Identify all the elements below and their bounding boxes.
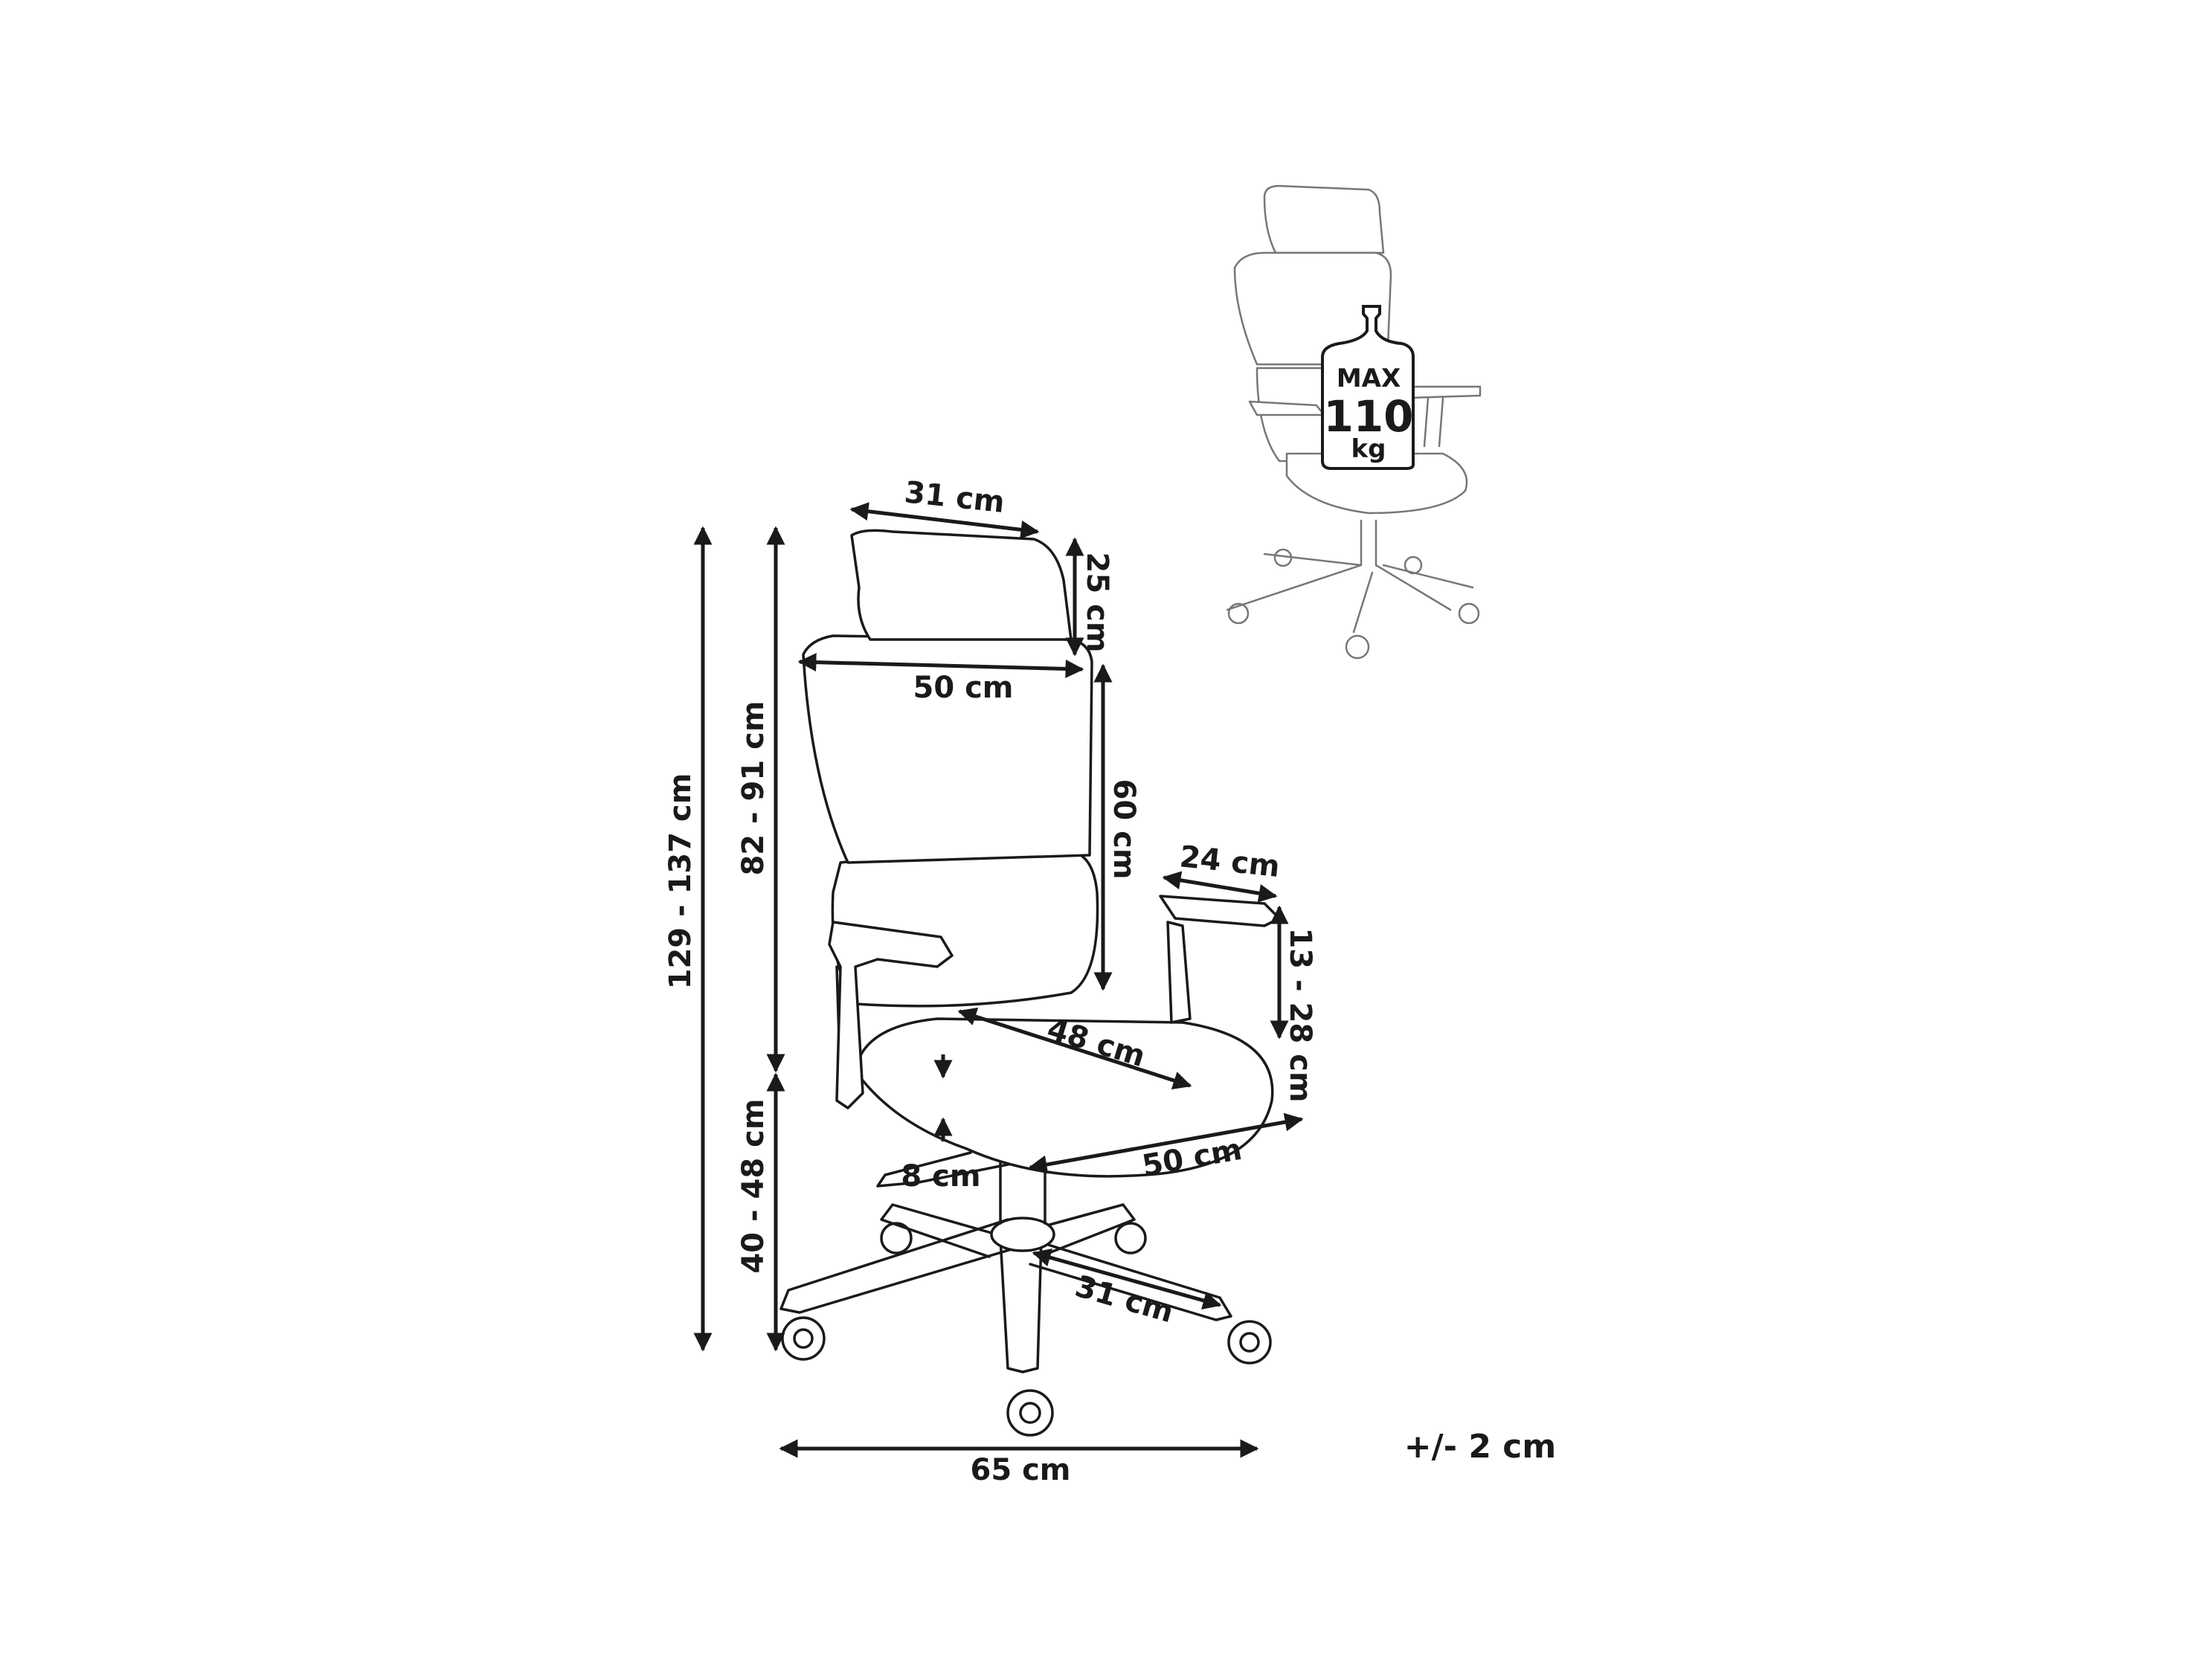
max-load-line3: kg bbox=[1351, 434, 1386, 464]
armrest-length-label: 24 cm bbox=[1178, 840, 1282, 884]
max-load-line1: MAX bbox=[1337, 364, 1401, 393]
max-load-badge: MAX 110 kg bbox=[1321, 305, 1415, 470]
backrest-height-label: 60 cm bbox=[1107, 779, 1141, 880]
base-width-label: 65 cm bbox=[971, 1453, 1071, 1487]
total-height-label: 129 - 137 cm bbox=[663, 773, 698, 990]
backrest-width-arrow bbox=[797, 653, 1084, 678]
dimension-arrows bbox=[693, 502, 1304, 1458]
tolerance-label: +/- 2 cm bbox=[1404, 1428, 1556, 1466]
seat-height-label: 40 - 48 cm bbox=[736, 1098, 771, 1273]
backrest-width-label: 50 cm bbox=[913, 671, 1014, 705]
base-leg-arrow bbox=[1032, 1249, 1222, 1310]
headrest-height-label: 25 cm bbox=[1080, 553, 1114, 653]
seat-width-arrow bbox=[1028, 1112, 1304, 1174]
seat-adjust-label: 8 cm bbox=[901, 1159, 980, 1194]
headrest-width-arrow bbox=[849, 502, 1040, 539]
weight-icon bbox=[1321, 305, 1415, 470]
back-height-label: 82 - 91 cm bbox=[736, 700, 771, 875]
headrest-width-label: 31 cm bbox=[903, 475, 1006, 520]
armrest-height-label: 13 - 28 cm bbox=[1283, 927, 1317, 1102]
seat-depth-arrow bbox=[957, 1008, 1192, 1089]
max-load-line2: 110 bbox=[1323, 391, 1413, 442]
armrest-length-arrow bbox=[1162, 871, 1278, 903]
